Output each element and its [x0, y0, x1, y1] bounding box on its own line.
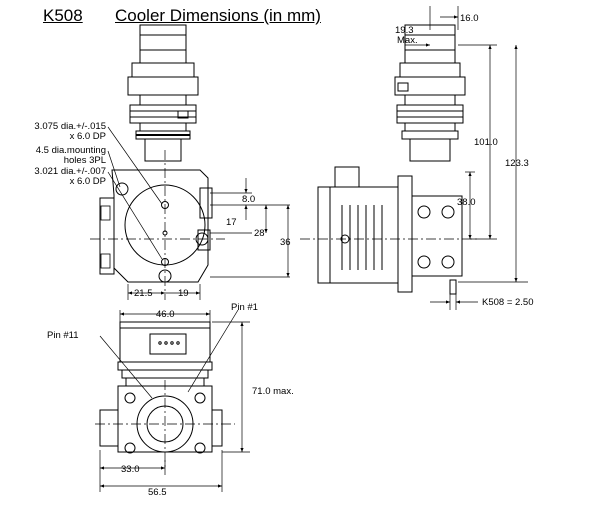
front-view-dimensions [127, 178, 290, 300]
bottom-view [95, 309, 239, 470]
dim-71: 71.0 max. [252, 386, 294, 397]
dim-38: 38.0 [457, 197, 476, 208]
dim-19: 19 [178, 288, 189, 299]
bottom-view-dimensions [99, 310, 250, 492]
front-view [90, 24, 225, 300]
dim-36: 36 [280, 237, 291, 248]
callout-pin1: Pin #1 [231, 302, 258, 313]
drawing-title: Cooler Dimensions (in mm) [115, 6, 321, 25]
side-view-dimensions [405, 6, 528, 310]
dim-16: 16.0 [460, 13, 479, 24]
dim-19-3: 19.3 [395, 25, 414, 36]
dim-123-3: 123.3 [505, 158, 529, 169]
dim-56-5: 56.5 [148, 487, 167, 498]
dim-21-5: 21.5 [134, 288, 153, 299]
dim-101: 101.0 [474, 137, 498, 148]
dim-8: 8.0 [242, 194, 255, 205]
dim-k508: K508 = 2.50 [482, 297, 534, 308]
side-view [300, 24, 480, 295]
dim-46: 46.0 [156, 309, 175, 320]
dim-33: 33.0 [121, 464, 140, 475]
dim-19-3-max: Max. [397, 35, 418, 46]
dim-17: 17 [226, 217, 237, 228]
dim-28: 28 [254, 228, 265, 239]
model-title: K508 [43, 6, 83, 25]
callout-pin11: Pin #11 [47, 330, 79, 341]
